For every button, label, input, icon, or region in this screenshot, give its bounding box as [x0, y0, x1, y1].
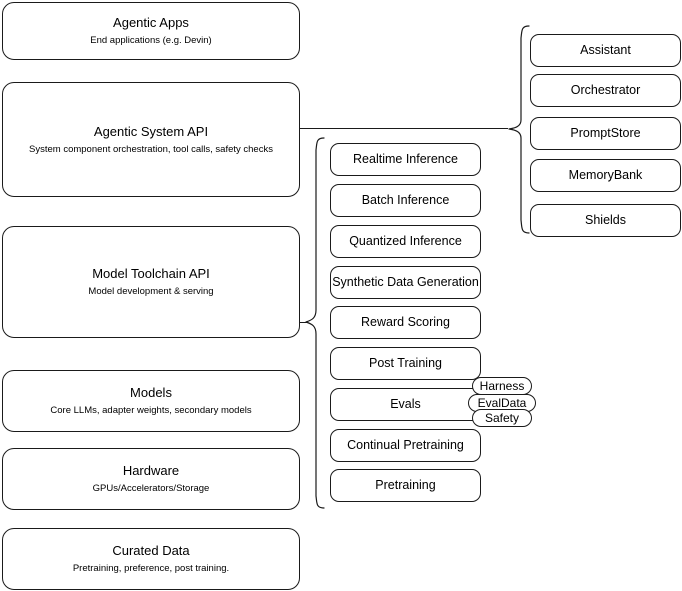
component-label: Quantized Inference	[349, 234, 462, 248]
layer-subtitle: End applications (e.g. Devin)	[90, 35, 212, 46]
layer-curated-data[interactable]: Curated Data Pretraining, preference, po…	[2, 528, 300, 590]
component-post-training[interactable]: Post Training	[330, 347, 481, 380]
component-label: Shields	[585, 213, 626, 227]
component-label: Realtime Inference	[353, 152, 458, 166]
component-label: Synthetic Data Generation	[332, 275, 479, 289]
badge-label: Harness	[479, 379, 525, 393]
component-label: MemoryBank	[568, 168, 643, 182]
layer-subtitle: Pretraining, preference, post training.	[72, 563, 230, 574]
component-label: Continual Pretraining	[347, 438, 464, 452]
component-label: Pretraining	[375, 478, 436, 492]
system-component-memorybank[interactable]: MemoryBank	[530, 159, 681, 192]
component-label: Orchestrator	[570, 83, 641, 97]
component-pretraining[interactable]: Pretraining	[330, 469, 481, 502]
badge-safety[interactable]: Safety	[472, 409, 532, 427]
component-reward-scoring[interactable]: Reward Scoring	[330, 306, 481, 339]
brace-system-components	[508, 25, 530, 234]
component-label: Post Training	[369, 356, 442, 370]
component-label: Assistant	[580, 43, 631, 57]
component-evals[interactable]: Evals	[330, 388, 481, 421]
system-component-shields[interactable]: Shields	[530, 204, 681, 237]
component-batch-inference[interactable]: Batch Inference	[330, 184, 481, 217]
component-realtime-inference[interactable]: Realtime Inference	[330, 143, 481, 176]
component-quantized-inference[interactable]: Quantized Inference	[330, 225, 481, 258]
layer-agentic-apps[interactable]: Agentic Apps End applications (e.g. Devi…	[2, 2, 300, 60]
layer-title: Hardware	[122, 463, 180, 478]
layer-title: Model Toolchain API	[92, 266, 210, 281]
component-label: Evals	[390, 397, 421, 411]
component-synthetic-data-generation[interactable]: Synthetic Data Generation	[330, 266, 481, 299]
component-continual-pretraining[interactable]: Continual Pretraining	[330, 429, 481, 462]
system-component-promptstore[interactable]: PromptStore	[530, 117, 681, 150]
layer-title: Agentic Apps	[113, 15, 189, 30]
layer-subtitle: System component orchestration, tool cal…	[29, 143, 273, 155]
system-component-orchestrator[interactable]: Orchestrator	[530, 74, 681, 107]
brace-toolchain	[305, 137, 325, 509]
badge-label: Safety	[484, 411, 520, 425]
component-label: PromptStore	[570, 126, 641, 140]
layer-agentic-system-api[interactable]: Agentic System API System component orch…	[2, 82, 300, 197]
badge-label: EvalData	[477, 396, 527, 410]
layer-title: Models	[130, 385, 172, 400]
layer-hardware[interactable]: Hardware GPUs/Accelerators/Storage	[2, 448, 300, 510]
layer-model-toolchain-api[interactable]: Model Toolchain API Model development & …	[2, 226, 300, 338]
connector-system-api-to-components	[300, 128, 508, 129]
badge-harness[interactable]: Harness	[472, 377, 532, 395]
layer-subtitle: Core LLMs, adapter weights, secondary mo…	[50, 405, 252, 416]
connector-toolchain-brace-tip	[300, 322, 307, 323]
component-label: Reward Scoring	[361, 315, 450, 329]
layer-title: Agentic System API	[93, 123, 209, 139]
layer-subtitle: GPUs/Accelerators/Storage	[92, 483, 210, 494]
layer-models[interactable]: Models Core LLMs, adapter weights, secon…	[2, 370, 300, 432]
layer-subtitle: Model development & serving	[88, 286, 214, 297]
layer-title: Curated Data	[112, 543, 190, 558]
component-label: Batch Inference	[361, 193, 450, 207]
system-component-assistant[interactable]: Assistant	[530, 34, 681, 67]
